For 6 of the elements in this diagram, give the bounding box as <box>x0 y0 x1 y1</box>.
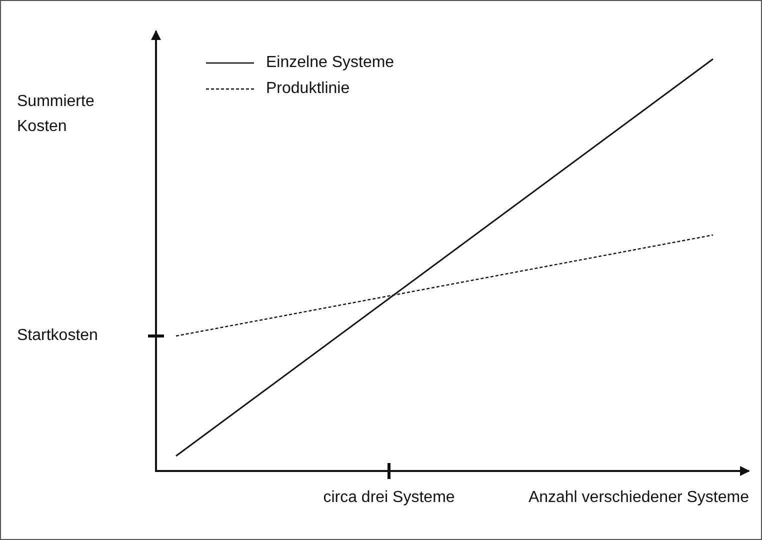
axis-label: circa drei Systeme <box>322 488 456 508</box>
legend-text: Einzelne Systeme <box>266 53 394 73</box>
axis-label: Summierte Kosten <box>17 92 96 137</box>
axis-label: Anzahl verschiedener Systeme <box>527 488 749 508</box>
legend-text: Produktlinie <box>266 79 350 99</box>
axis-label: Startkosten <box>17 326 99 346</box>
